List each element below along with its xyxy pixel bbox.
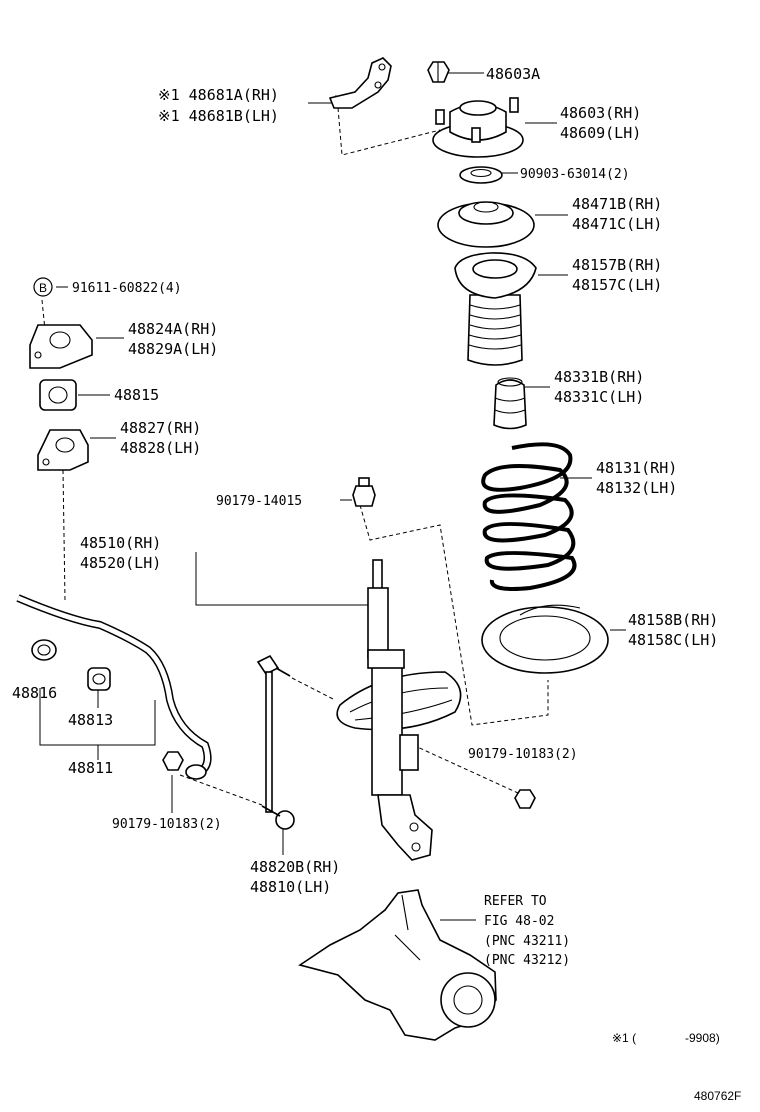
label-48609: 48609(LH) [560, 124, 641, 142]
label-48157b: 48157B(RH) [572, 256, 662, 274]
label-48827: 48827(RH) [120, 419, 201, 437]
refer-line-3: (PNC 43211) [484, 934, 570, 949]
label-48471c: 48471C(LH) [572, 215, 662, 233]
label-48471b: 48471B(RH) [572, 195, 662, 213]
label-90179-10183-left: 90179-10183(2) [112, 817, 222, 832]
label-90903: 90903-63014(2) [520, 167, 630, 182]
part-48811-stabilizer [16, 594, 212, 780]
refer-line-2: FIG 48-02 [484, 914, 554, 929]
part-48331-bumper [493, 377, 527, 430]
label-48681b: ※1 48681B(LH) [158, 107, 279, 125]
label-48820b: 48820B(RH) [250, 858, 340, 876]
part-48813-bushing [87, 667, 111, 691]
leader-lines [39, 72, 626, 921]
label-48331b: 48331B(RH) [554, 368, 644, 386]
label-48681a: ※1 48681A(RH) [158, 86, 279, 104]
label-48811: 48811 [68, 759, 113, 777]
part-48824a-bracket [29, 324, 93, 369]
label-48132: 48132(LH) [596, 479, 677, 497]
label-48829a: 48829A(LH) [128, 340, 218, 358]
part-48603a-nut [427, 61, 450, 83]
label-48131: 48131(RH) [596, 459, 677, 477]
label-48828: 48828(LH) [120, 439, 201, 457]
part-48681-bracket [328, 57, 392, 109]
part-48603-support [432, 97, 524, 158]
label-48331c: 48331C(LH) [554, 388, 644, 406]
footnote-mark: ※1 ( [612, 1031, 636, 1045]
label-48603a: 48603A [486, 65, 540, 83]
figure-id: 480762F [694, 1089, 741, 1103]
label-48824a: 48824A(RH) [128, 320, 218, 338]
label-48816: 48816 [12, 684, 57, 702]
refer-line-4: (PNC 43212) [484, 953, 570, 968]
label-48815: 48815 [114, 386, 159, 404]
part-48158-insulator [481, 604, 609, 674]
circle-b-icon [33, 277, 53, 297]
label-48603: 48603(RH) [560, 104, 641, 122]
label-48520: 48520(LH) [80, 554, 161, 572]
dashed-lines [41, 107, 549, 806]
part-90903-bearing [459, 166, 503, 184]
label-48158b: 48158B(RH) [628, 611, 718, 629]
part-48157-boot [454, 252, 537, 366]
label-48510: 48510(RH) [80, 534, 161, 552]
part-90179-14015-nut [352, 477, 376, 507]
label-90179-14015: 90179-14015 [216, 494, 302, 509]
part-48815-bushing [39, 379, 77, 411]
refer-line-1: REFER TO [484, 894, 547, 909]
part-48820b-link [256, 654, 295, 830]
label-48813: 48813 [68, 711, 113, 729]
part-48471-seat [437, 201, 535, 248]
part-48510-strut [336, 559, 462, 861]
part-90179-10183-nuts [162, 751, 536, 809]
label-90179-10183-right: 90179-10183(2) [468, 747, 578, 762]
badge-b: B [39, 281, 47, 295]
label-48158c: 48158C(LH) [628, 631, 718, 649]
footnote-value: -9908) [685, 1031, 720, 1045]
part-knuckle [298, 889, 497, 1041]
part-48827-bracket [37, 429, 89, 471]
part-48131-spring [481, 442, 577, 591]
part-48816-clamp [31, 639, 57, 661]
labels: 48603A ※1 48681A(RH) ※1 48681B(LH) 48603… [12, 65, 741, 1103]
label-48810: 48810(LH) [250, 878, 331, 896]
label-48157c: 48157C(LH) [572, 276, 662, 294]
label-91611: 91611-60822(4) [72, 281, 182, 296]
